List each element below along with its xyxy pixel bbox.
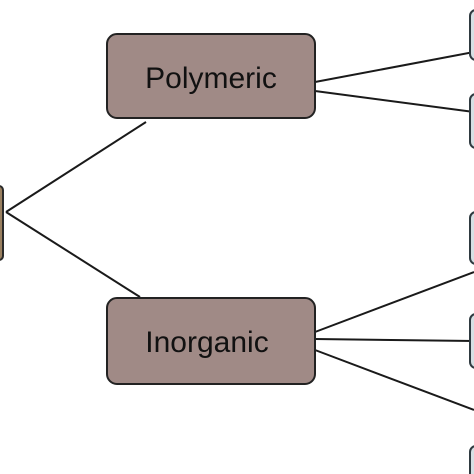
root-node-box — [0, 185, 4, 261]
connector-inorganic-to-leaf-3 — [314, 271, 474, 333]
leaf-node-box-1 — [469, 9, 474, 61]
connector-inorganic-to-leaf-4 — [314, 338, 474, 342]
leaf-node-box-3 — [469, 211, 474, 265]
inorganic-label: Inorganic — [145, 326, 268, 359]
inorganic-box — [106, 297, 316, 385]
polymeric-box — [106, 33, 316, 119]
connector-root-to-polymeric — [5, 121, 147, 213]
polymeric-label: Polymeric — [145, 62, 277, 95]
leaf-node-box-4 — [469, 313, 474, 369]
connector-polymeric-to-leaf-1 — [314, 51, 474, 83]
leaf-node-box-2 — [469, 93, 474, 149]
leaf-node-box-5 — [469, 445, 474, 474]
connector-inorganic-to-leaf-5 — [314, 349, 474, 411]
connector-polymeric-to-leaf-2 — [314, 90, 474, 113]
connector-root-to-inorganic — [5, 211, 141, 298]
